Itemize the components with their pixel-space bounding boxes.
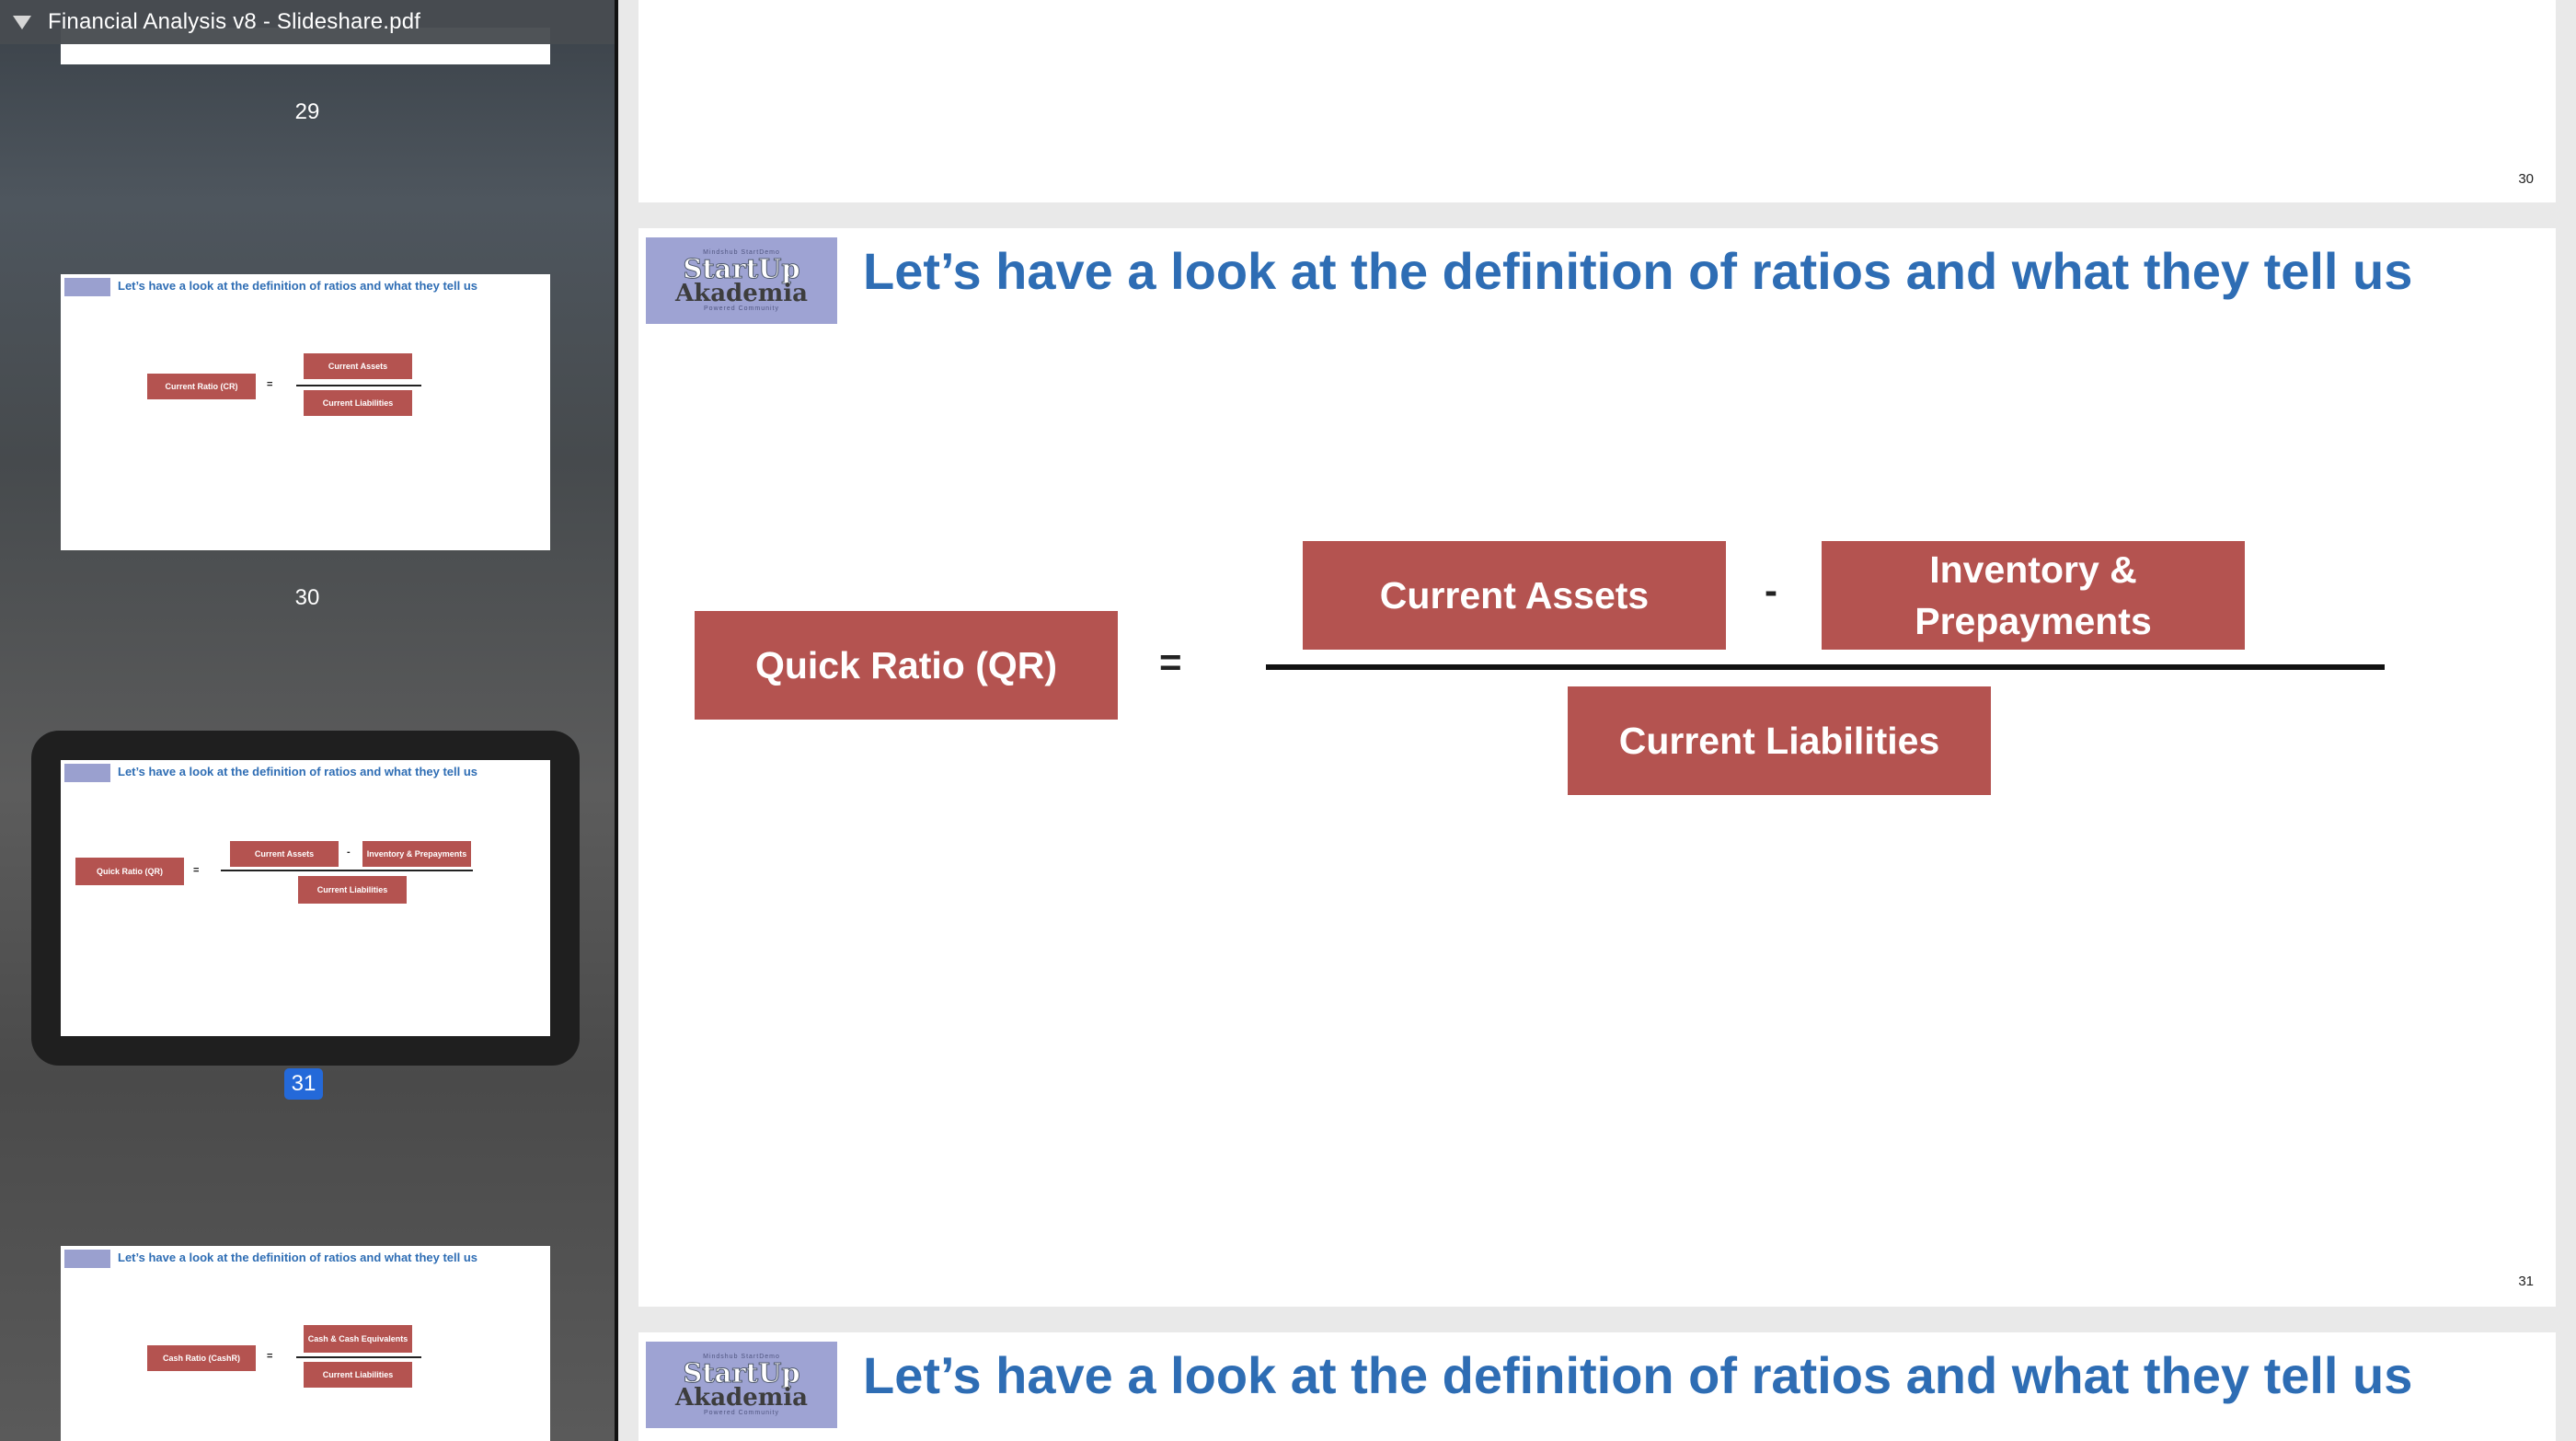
page-30: 30 <box>638 0 2556 202</box>
document-title: Financial Analysis v8 - Slideshare.pdf <box>48 9 421 34</box>
document-view[interactable]: 30 Mindshub StartDemo StartUp Akademia P… <box>618 0 2576 1441</box>
thumbnail-page-32[interactable]: Let’s have a look at the definition of r… <box>61 1246 550 1441</box>
sidebar-divider[interactable] <box>615 0 618 1441</box>
thumbnail-lhs-box: Quick Ratio (QR) <box>75 858 184 885</box>
thumbnail-lhs-box: Current Ratio (CR) <box>147 374 256 399</box>
logo-top-text: Mindshub StartDemo <box>703 249 780 256</box>
thumbnail-title: Let’s have a look at the definition of r… <box>118 1251 478 1264</box>
page-label-31-selected: 31 <box>284 1068 323 1100</box>
slide-title: Let’s have a look at the definition of r… <box>863 1346 2413 1404</box>
logo-line-2: Akademia <box>675 1384 808 1412</box>
thumbnail-page-30[interactable]: Let’s have a look at the definition of r… <box>61 274 550 550</box>
disclosure-triangle-icon[interactable] <box>13 15 31 29</box>
sidebar-header[interactable]: Financial Analysis v8 - Slideshare.pdf <box>0 0 615 44</box>
minus-sign: - <box>1765 569 1777 612</box>
thumbnail-logo <box>64 278 110 296</box>
fraction-line <box>1266 664 2385 670</box>
thumbnail-page-31[interactable]: Let’s have a look at the definition of r… <box>61 760 550 1036</box>
thumbnail-fraction-line <box>296 385 421 386</box>
logo-line-2: Akademia <box>675 280 808 307</box>
page-label-30: 30 <box>294 585 320 610</box>
thumbnail-sidebar[interactable]: 29 Let’s have a look at the definition o… <box>0 0 615 1441</box>
thumbnail-numerator-box: Cash & Cash Equivalents <box>304 1325 412 1353</box>
logo-bottom-text: Powered Community <box>704 1410 779 1416</box>
logo-line-1: StartUp <box>683 253 800 284</box>
logo-top-text: Mindshub StartDemo <box>703 1354 780 1360</box>
thumbnail-denominator-box: Current Liabilities <box>304 390 412 416</box>
logo-bottom-text: Powered Community <box>704 305 779 312</box>
thumbnail-logo <box>64 764 110 782</box>
logo-line-1: StartUp <box>683 1357 800 1389</box>
thumbnail-num-b-box: Inventory & Prepayments <box>362 841 471 867</box>
thumbnail-denominator-box: Current Liabilities <box>304 1362 412 1388</box>
startup-akademia-logo: Mindshub StartDemo StartUp Akademia Powe… <box>646 237 837 324</box>
page-number: 31 <box>2518 1274 2534 1289</box>
thumbnail-logo <box>64 1250 110 1268</box>
thumbnail-fraction-line <box>221 870 473 871</box>
page-number: 30 <box>2518 171 2534 187</box>
thumbnail-lhs-box: Cash Ratio (CashR) <box>147 1345 256 1371</box>
page-32: Mindshub StartDemo StartUp Akademia Powe… <box>638 1332 2556 1441</box>
thumbnail-num-a-box: Current Assets <box>230 841 339 867</box>
current-assets-box: Current Assets <box>1303 541 1726 650</box>
quick-ratio-box: Quick Ratio (QR) <box>695 611 1118 720</box>
thumbnail-equals: = <box>267 1351 273 1362</box>
thumbnail-equals: = <box>193 865 200 876</box>
page-label-29: 29 <box>294 99 320 124</box>
thumbnail-numerator-box: Current Assets <box>304 353 412 379</box>
thumbnail-title: Let’s have a look at the definition of r… <box>118 765 478 778</box>
thumbnail-title: Let’s have a look at the definition of r… <box>118 279 478 293</box>
inventory-prepayments-box: Inventory & Prepayments <box>1822 541 2245 650</box>
startup-akademia-logo: Mindshub StartDemo StartUp Akademia Powe… <box>646 1342 837 1428</box>
thumbnail-fraction-line <box>296 1356 421 1358</box>
thumbnail-denominator-box: Current Liabilities <box>298 876 407 904</box>
current-liabilities-box: Current Liabilities <box>1568 686 1991 795</box>
page-31: Mindshub StartDemo StartUp Akademia Powe… <box>638 228 2556 1307</box>
slide-title: Let’s have a look at the definition of r… <box>863 242 2413 300</box>
equals-sign: = <box>1159 640 1182 684</box>
thumbnail-equals: = <box>267 379 273 390</box>
thumbnail-minus: - <box>347 847 351 858</box>
